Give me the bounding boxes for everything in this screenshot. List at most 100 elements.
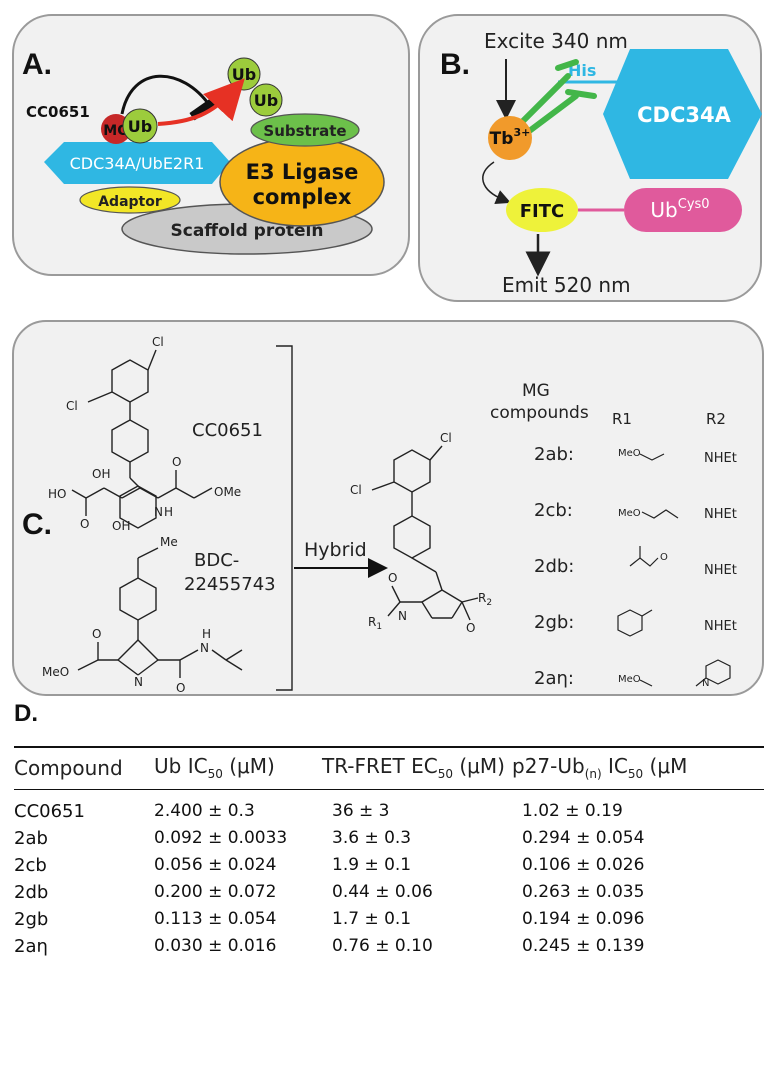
mg-row-r2-0: NHEt <box>704 451 737 466</box>
e3-label-line1: E3 Ligase <box>246 160 359 184</box>
meo-r1-1: MeO <box>618 508 641 519</box>
n-atom-1: N <box>154 505 163 519</box>
energy-transfer-arrow <box>482 161 511 205</box>
mg-row-id-4: 2aη: <box>534 668 574 689</box>
table-row: 2aη 0.030 ± 0.016 0.76 ± 0.10 0.245 ± 0.… <box>14 933 764 960</box>
cell-p27: 1.02 ± 0.19 <box>522 801 623 821</box>
n-atom-2: N <box>134 675 143 689</box>
n-atom-3: N <box>200 641 209 655</box>
inhibition-arrow <box>120 74 229 121</box>
cl-atom-1: Cl <box>152 335 164 349</box>
bdc-name-line1: BDC- <box>194 550 239 571</box>
excite-label: Excite 340 nm <box>484 29 628 53</box>
panel-c-label: C. <box>22 508 52 541</box>
header-p27-ic50: p27-Ub(n) IC50 (μM <box>512 754 688 781</box>
ub-on-e2-label: Ub <box>128 117 152 136</box>
mg-header-2: compounds <box>490 403 589 423</box>
ub-chain-2 <box>249 83 283 117</box>
ho-atom: HO <box>48 487 66 501</box>
ub-chain-2-label: Ub <box>254 91 278 110</box>
cell-p27: 0.194 ± 0.096 <box>522 909 645 929</box>
cell-ub-ic50: 0.056 ± 0.024 <box>154 855 277 875</box>
mg-row-r2-3: NHEt <box>704 619 737 634</box>
tb-label: Tb3+ <box>490 126 531 149</box>
r2-header: R2 <box>706 410 726 428</box>
header-compound: Compound <box>14 755 123 780</box>
cell-compound: 2ab <box>14 827 48 849</box>
mg-header-1: MG <box>522 381 550 401</box>
cc0651-label-a: CC0651 <box>26 103 90 121</box>
his-label: His <box>568 61 596 80</box>
table-row: 2ab 0.092 ± 0.0033 3.6 ± 0.3 0.294 ± 0.0… <box>14 825 764 852</box>
oh-atom-2: OH <box>112 519 130 533</box>
e3-label-line2: complex <box>253 185 352 209</box>
mg-label: MG <box>103 123 128 139</box>
cdc34a-label-b: CDC34A <box>637 103 731 127</box>
table-row <box>14 790 764 798</box>
substrate <box>250 113 360 147</box>
cell-compound: CC0651 <box>14 800 85 822</box>
h-atom-1: H <box>164 505 173 519</box>
n-r2-4: N <box>702 678 709 689</box>
substrate-label: Substrate <box>263 122 346 140</box>
cell-ub-ic50: 2.400 ± 0.3 <box>154 801 255 821</box>
o-atom-3: O <box>92 627 101 641</box>
mg-row-id-1: 2cb: <box>534 500 573 521</box>
cell-p27: 0.106 ± 0.026 <box>522 855 645 875</box>
cell-tr-fret: 1.9 ± 0.1 <box>332 855 412 875</box>
cl-atom-4: Cl <box>350 483 362 497</box>
r1-group: R1 <box>368 615 382 632</box>
panel-c <box>12 320 764 696</box>
table-row: 2db 0.200 ± 0.072 0.44 ± 0.06 0.263 ± 0.… <box>14 879 764 906</box>
cell-p27: 0.294 ± 0.054 <box>522 828 645 848</box>
cell-tr-fret: 36 ± 3 <box>332 801 390 821</box>
cdc34a-label: CDC34A/UbE2R1 <box>70 154 205 173</box>
r1-header: R1 <box>612 410 632 428</box>
ome-group: OMe <box>214 485 241 499</box>
ub-on-e2 <box>122 108 158 144</box>
cdc34a-hexagon <box>44 142 230 184</box>
o-atom-2: O <box>172 455 181 469</box>
oh-atom-1: OH <box>92 467 110 481</box>
mg-row-id-0: 2ab: <box>534 444 574 465</box>
cell-ub-ic50: 0.030 ± 0.016 <box>154 936 277 956</box>
cell-compound: 2db <box>14 881 49 903</box>
meo-r1-0: MeO <box>618 448 641 459</box>
me-group: Me <box>160 535 178 549</box>
adaptor-label: Adaptor <box>98 194 162 210</box>
mg-row-id-3: 2gb: <box>534 612 574 633</box>
cc0651-name: CC0651 <box>192 420 263 441</box>
cell-compound: 2gb <box>14 908 49 930</box>
panel-d: D. Compound Ub IC50 (μM) TR-FRET EC50 (μ… <box>0 700 764 1074</box>
meo-r1-4: MeO <box>618 674 641 685</box>
mg-row-id-2: 2db: <box>534 556 574 577</box>
panel-b-label: B. <box>440 48 470 81</box>
hybrid-label: Hybrid <box>304 539 367 561</box>
header-tr-fret-ec50: TR-FRET EC50 (μM) <box>322 754 505 781</box>
cell-tr-fret: 3.6 ± 0.3 <box>332 828 412 848</box>
n-atom-4: N <box>398 609 407 623</box>
o-atom-5: O <box>388 571 397 585</box>
cdc34a-hexagon-b <box>603 49 762 179</box>
fitc-acceptor <box>506 188 578 232</box>
cell-ub-ic50: 0.113 ± 0.054 <box>154 909 277 929</box>
cell-p27: 0.245 ± 0.139 <box>522 936 645 956</box>
table-row: 2gb 0.113 ± 0.054 1.7 ± 0.1 0.194 ± 0.09… <box>14 906 764 933</box>
o-atom-1: O <box>80 517 89 531</box>
mg-row-r2-1: NHEt <box>704 507 737 522</box>
cell-compound: 2aη <box>14 935 48 957</box>
o-atom-6: O <box>466 621 475 635</box>
transfer-arrow <box>157 78 245 126</box>
bdc-name-line2: 22455743 <box>184 574 276 595</box>
panel-a-diagram: Scaffold protein CDC34A/UbE2R1 Adaptor E… <box>26 57 385 255</box>
cl-atom-2: Cl <box>66 399 78 413</box>
cell-tr-fret: 0.76 ± 0.10 <box>332 936 433 956</box>
r2-group: R2 <box>478 591 492 608</box>
results-table: Compound Ub IC50 (μM) TR-FRET EC50 (μM) … <box>14 746 764 960</box>
ub-cys0 <box>624 188 742 232</box>
panel-b-diagram: Excite 340 nm CDC34A His Tb3+ FITC UbCys… <box>482 29 762 297</box>
cell-ub-ic50: 0.092 ± 0.0033 <box>154 828 288 848</box>
scaffold-label: Scaffold protein <box>171 221 324 241</box>
cell-ub-ic50: 0.200 ± 0.072 <box>154 882 277 902</box>
emit-label: Emit 520 nm <box>502 273 631 297</box>
